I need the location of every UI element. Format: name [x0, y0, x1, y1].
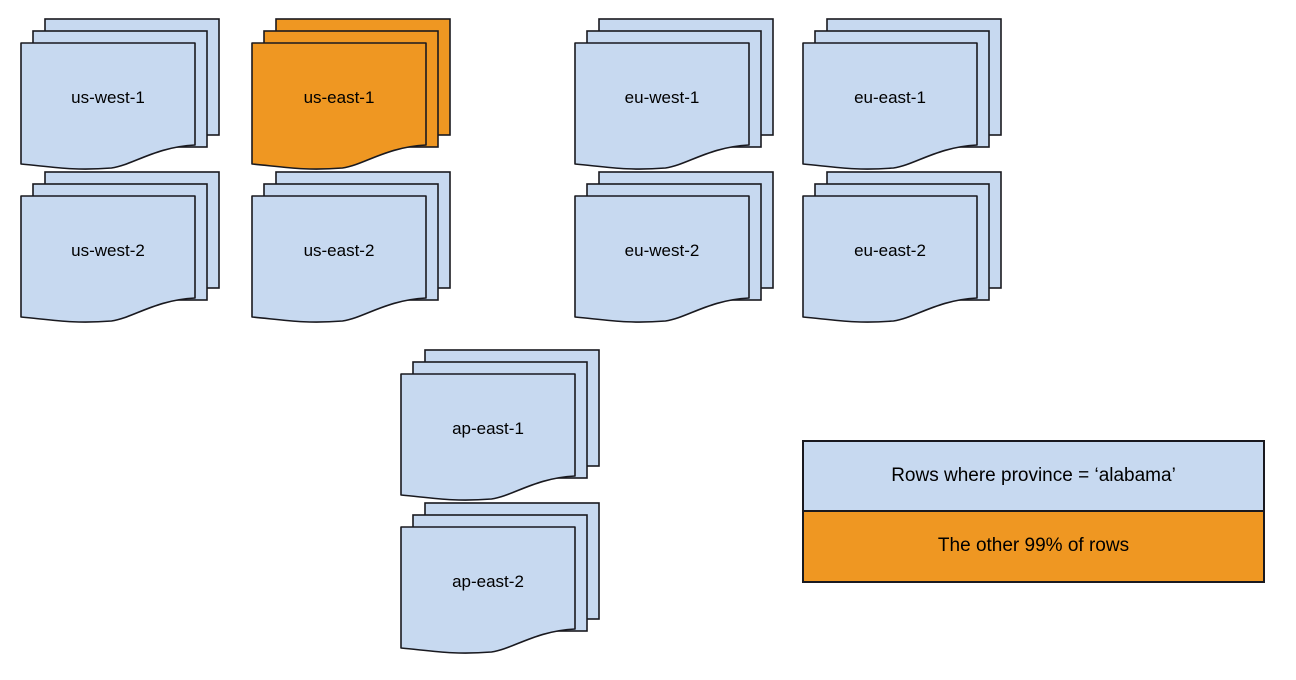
document-stack-icon [574, 18, 774, 170]
document-sheet-front [20, 42, 196, 170]
document-stack-icon [802, 171, 1002, 323]
document-sheet-front [400, 526, 576, 654]
region-stack-us-east-1[interactable]: us-east-1 [231, 0, 461, 170]
document-stack-icon [802, 18, 1002, 170]
legend-row-orange: The other 99% of rows [804, 511, 1263, 581]
document-sheet-front [802, 195, 978, 323]
document-stack-icon [251, 171, 451, 323]
document-stack-icon [400, 349, 600, 501]
document-sheet-front [251, 195, 427, 323]
document-stack-icon [20, 171, 220, 323]
region-stack-eu-east-1[interactable]: eu-east-1 [782, 0, 1012, 170]
region-stack-eu-east-2[interactable]: eu-east-2 [782, 153, 1012, 323]
document-stack-icon [20, 18, 220, 170]
region-stack-ap-east-1[interactable]: ap-east-1 [380, 331, 610, 501]
document-sheet-front [574, 195, 750, 323]
document-stack-icon [400, 502, 600, 654]
region-stack-ap-east-2[interactable]: ap-east-2 [380, 484, 610, 654]
document-stack-icon [574, 171, 774, 323]
region-stack-eu-west-2[interactable]: eu-west-2 [554, 153, 784, 323]
region-stack-us-west-1[interactable]: us-west-1 [0, 0, 230, 170]
legend-label-blue: Rows where province = ‘alabama’ [891, 464, 1176, 486]
document-sheet-front [802, 42, 978, 170]
region-stack-us-west-2[interactable]: us-west-2 [0, 153, 230, 323]
document-sheet-front [400, 373, 576, 501]
legend-label-orange: The other 99% of rows [937, 535, 1130, 557]
document-stack-icon [251, 18, 451, 170]
legend-row-blue: Rows where province = ‘alabama’ [804, 442, 1263, 512]
document-sheet-front [20, 195, 196, 323]
region-stack-eu-west-1[interactable]: eu-west-1 [554, 0, 784, 170]
region-stack-us-east-2[interactable]: us-east-2 [231, 153, 461, 323]
legend: Rows where province = ‘alabama’ The othe… [802, 440, 1265, 583]
document-sheet-front [574, 42, 750, 170]
document-sheet-front [251, 42, 427, 170]
